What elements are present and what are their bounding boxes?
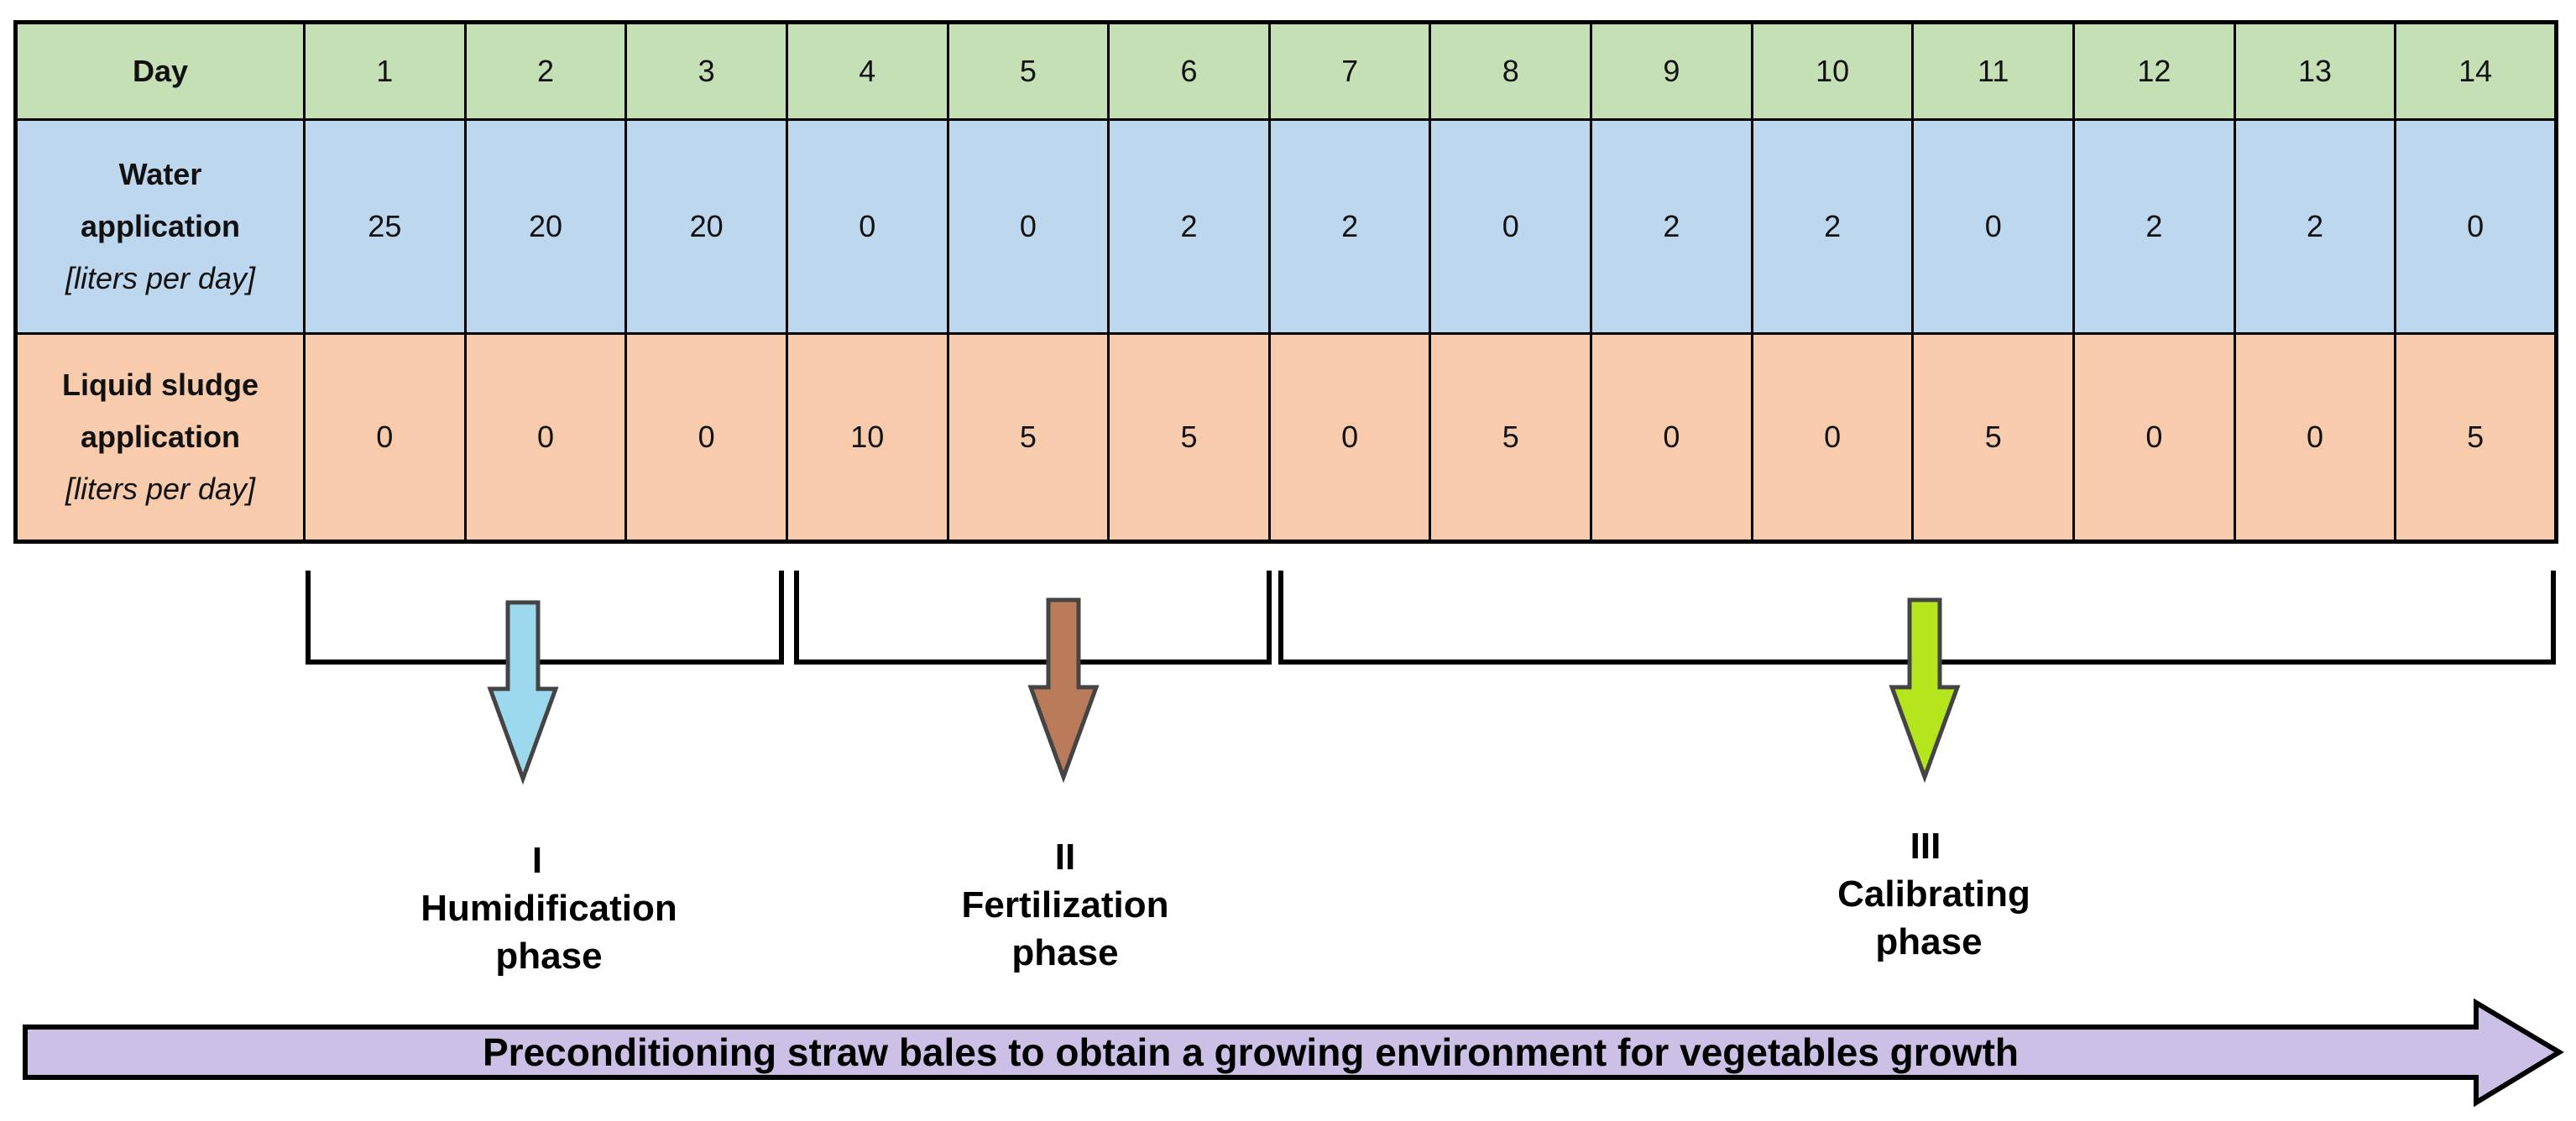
sludge-value-cell: 0 bbox=[1750, 332, 1915, 543]
sludge-value-cell: 0 bbox=[2233, 332, 2397, 543]
sludge-value-cell: 0 bbox=[1267, 332, 1432, 543]
banner-text: Preconditioning straw bales to obtain a … bbox=[483, 1030, 2019, 1074]
day-cell: 12 bbox=[2072, 21, 2236, 121]
phase-3-arrow bbox=[1889, 597, 1961, 784]
day-label: Day bbox=[132, 54, 189, 88]
sludge-value-cell: 10 bbox=[785, 332, 949, 543]
sludge-value-cell: 5 bbox=[1429, 332, 1593, 543]
phase-3-name-line1: Calibrating bbox=[1837, 873, 2030, 915]
water-value-cell: 2 bbox=[1267, 118, 1432, 335]
sludge-value-cell: 0 bbox=[1590, 332, 1753, 543]
day-cell: 14 bbox=[2394, 21, 2558, 121]
day-cell: 1 bbox=[303, 21, 467, 121]
water-value-cell: 0 bbox=[1429, 118, 1593, 335]
sludge-value-cell: 0 bbox=[463, 332, 628, 543]
sludge-value-cell: 0 bbox=[624, 332, 788, 543]
day-cell: 8 bbox=[1429, 21, 1593, 121]
water-value-cell: 20 bbox=[624, 118, 788, 335]
water-value-cell: 0 bbox=[785, 118, 949, 335]
sludge-value-cell: 5 bbox=[946, 332, 1110, 543]
phase-2-numeral: II bbox=[1055, 837, 1075, 878]
phase-1-name-line2: phase bbox=[495, 936, 602, 977]
water-header-cell: Water application [liters per day] bbox=[14, 118, 306, 335]
day-cell: 6 bbox=[1107, 21, 1271, 121]
water-label-line2: application bbox=[80, 209, 241, 243]
water-value-cell: 2 bbox=[1107, 118, 1271, 335]
phase-bracket-2 bbox=[794, 571, 1272, 665]
phase-1-numeral: I bbox=[532, 840, 542, 881]
day-cell: 5 bbox=[946, 21, 1110, 121]
day-cell: 9 bbox=[1590, 21, 1753, 121]
banner-arrow bbox=[23, 998, 2564, 1108]
phase-2-name-line1: Fertilization bbox=[962, 884, 1169, 925]
water-unit: [liters per day] bbox=[65, 261, 256, 295]
day-cell: 2 bbox=[463, 21, 628, 121]
water-value-cell: 0 bbox=[1911, 118, 2076, 335]
day-cell: 7 bbox=[1267, 21, 1432, 121]
day-cell: 11 bbox=[1911, 21, 2076, 121]
sludge-value-cell: 5 bbox=[1107, 332, 1271, 543]
water-value-cell: 2 bbox=[1750, 118, 1915, 335]
sludge-label-line2: application bbox=[80, 420, 241, 454]
sludge-header-cell: Liquid sludge application [liters per da… bbox=[14, 332, 306, 543]
day-cell: 13 bbox=[2233, 21, 2397, 121]
phase-2-name-line2: phase bbox=[1011, 932, 1118, 973]
sludge-label-line1: Liquid sludge bbox=[62, 368, 259, 402]
water-value-cell: 0 bbox=[946, 118, 1110, 335]
phase-bracket-1 bbox=[306, 571, 784, 665]
day-header-cell: Day bbox=[14, 21, 306, 121]
water-value-cell: 2 bbox=[2233, 118, 2397, 335]
day-cell: 4 bbox=[785, 21, 949, 121]
water-value-cell: 25 bbox=[303, 118, 467, 335]
sludge-unit: [liters per day] bbox=[65, 472, 256, 506]
water-value-cell: 2 bbox=[2072, 118, 2236, 335]
water-value-cell: 20 bbox=[463, 118, 628, 335]
water-value-cell: 0 bbox=[2394, 118, 2558, 335]
day-cell: 10 bbox=[1750, 21, 1915, 121]
sludge-row: Liquid sludge application [liters per da… bbox=[14, 332, 2558, 543]
sludge-value-cell: 5 bbox=[1911, 332, 2076, 543]
phase-3-numeral: III bbox=[1910, 826, 1941, 867]
water-value-cell: 2 bbox=[1590, 118, 1753, 335]
phase-1-arrow bbox=[487, 600, 559, 785]
sludge-value-cell: 5 bbox=[2394, 332, 2558, 543]
sludge-value-cell: 0 bbox=[2072, 332, 2236, 543]
phase-1-name-line1: Humidification bbox=[421, 888, 677, 929]
phase-3-name-line2: phase bbox=[1875, 921, 1982, 962]
water-label-line1: Water bbox=[118, 157, 202, 191]
phase-2-arrow bbox=[1027, 597, 1100, 784]
sludge-value-cell: 0 bbox=[303, 332, 467, 543]
day-cell: 3 bbox=[624, 21, 788, 121]
